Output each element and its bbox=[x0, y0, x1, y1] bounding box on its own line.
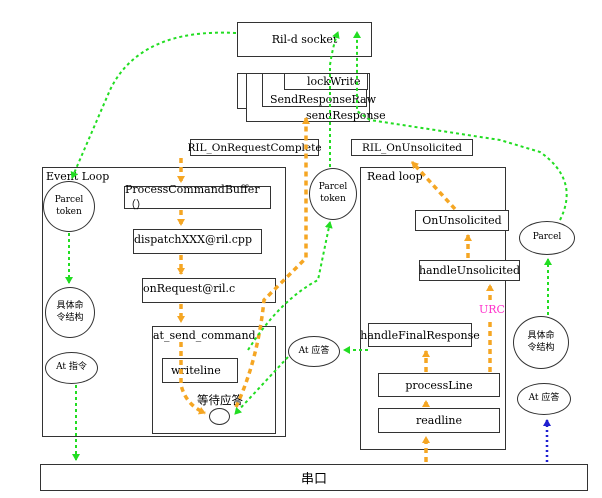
handle-unsolicited-box: handleUnsolicited bbox=[419, 260, 520, 281]
event-command-struct-line2: 令结构 bbox=[56, 312, 84, 323]
middle-at-response-ellipse: At 应答 bbox=[288, 336, 340, 367]
lock-write-box bbox=[284, 73, 368, 90]
orange-arrow-atsend-to-wait bbox=[179, 342, 206, 415]
green-arrow-at-response-to-wait bbox=[234, 356, 289, 415]
ril-on-unsolicited-label: RIL_OnUnsolicited bbox=[361, 141, 463, 154]
serial-port-box: 串口 bbox=[40, 464, 588, 491]
lock-write-label: lockWrite bbox=[307, 75, 361, 88]
ril-d-socket-label: Ril-d socket bbox=[271, 33, 338, 46]
event-command-struct-ellipse: 具体命 令结构 bbox=[45, 287, 95, 338]
wait-response-circle bbox=[209, 408, 230, 425]
on-request-label: onRequest@ril.c bbox=[143, 282, 236, 295]
green-arrow-middle-parcel-to-socket bbox=[329, 31, 340, 167]
ril-on-request-complete-box: RIL_OnRequestComplete bbox=[187, 139, 322, 156]
process-line-label: processLine bbox=[405, 378, 473, 392]
read-at-response-ellipse: At 应答 bbox=[517, 383, 571, 415]
dispatch-label: dispatchXXX@ril.cpp bbox=[134, 233, 252, 246]
writeline-box bbox=[162, 358, 238, 383]
process-command-buffer-box: ProcessCommandBuffer（） bbox=[124, 183, 271, 211]
event-at-command-label: At 指令 bbox=[56, 362, 87, 373]
read-command-struct-ellipse: 具体命 令结构 bbox=[513, 316, 569, 369]
event-parcel-token-ellipse: Parcel token bbox=[43, 181, 95, 232]
middle-at-response-label: At 应答 bbox=[298, 345, 330, 356]
readline-box: readline bbox=[378, 408, 500, 433]
read-command-struct-line2: 令结构 bbox=[527, 342, 555, 353]
on-request-box bbox=[142, 278, 276, 303]
green-arrow-socket-to-event-parcel bbox=[70, 31, 237, 179]
at-send-command-label: at_send_command bbox=[153, 329, 256, 342]
dispatch-box bbox=[133, 229, 262, 254]
read-parcel-label: Parcel bbox=[532, 232, 562, 243]
event-parcel-token-line1: Parcel bbox=[54, 194, 84, 205]
green-arrow-read-parcel-to-socket bbox=[353, 31, 568, 221]
serial-port-label: 串口 bbox=[300, 472, 327, 487]
process-line-box: processLine bbox=[378, 373, 500, 397]
process-command-buffer-label: ProcessCommandBuffer（） bbox=[125, 183, 260, 211]
read-parcel-ellipse: Parcel bbox=[519, 221, 575, 255]
event-command-struct-line1: 具体命 bbox=[56, 300, 84, 311]
handle-final-response-box: handleFinalResponse bbox=[360, 323, 480, 347]
on-unsolicited-label: OnUnsolicited bbox=[422, 214, 502, 227]
middle-parcel-token-line2: token bbox=[320, 194, 346, 204]
send-response-label: sendResponse bbox=[306, 109, 386, 122]
handle-unsolicited-label: handleUnsolicited bbox=[418, 264, 521, 277]
read-at-response-label: At 应答 bbox=[528, 393, 560, 404]
send-response-raw-label: SendResponseRaw bbox=[270, 93, 377, 106]
writeline-label: writeline bbox=[171, 364, 221, 377]
orange-arrow-onunsol-to-rilonunsol bbox=[410, 160, 457, 211]
ril-on-unsolicited-box: RIL_OnUnsolicited bbox=[351, 139, 473, 156]
urc-label: URC bbox=[479, 303, 505, 316]
event-at-command-ellipse: At 指令 bbox=[45, 352, 98, 384]
handle-final-response-label: handleFinalResponse bbox=[360, 328, 480, 342]
on-unsolicited-box: OnUnsolicited bbox=[415, 210, 509, 231]
read-loop-title: Read loop bbox=[367, 170, 423, 183]
middle-parcel-token-line1: Parcel bbox=[318, 182, 348, 193]
readline-label: readline bbox=[416, 414, 462, 427]
event-parcel-token-line2: token bbox=[56, 206, 82, 217]
middle-parcel-token-ellipse: Parcel token bbox=[309, 168, 357, 220]
orange-arrow-wait-to-sendresponse bbox=[234, 117, 310, 408]
green-arrow-atsend-to-middle-parcel bbox=[247, 221, 333, 351]
wait-response-label: 等待应答 bbox=[197, 393, 243, 407]
ril-on-request-complete-label: RIL_OnRequestComplete bbox=[187, 141, 322, 154]
ril-d-socket-box: Ril-d socket bbox=[237, 22, 372, 57]
read-command-struct-line1: 具体命 bbox=[527, 330, 555, 341]
